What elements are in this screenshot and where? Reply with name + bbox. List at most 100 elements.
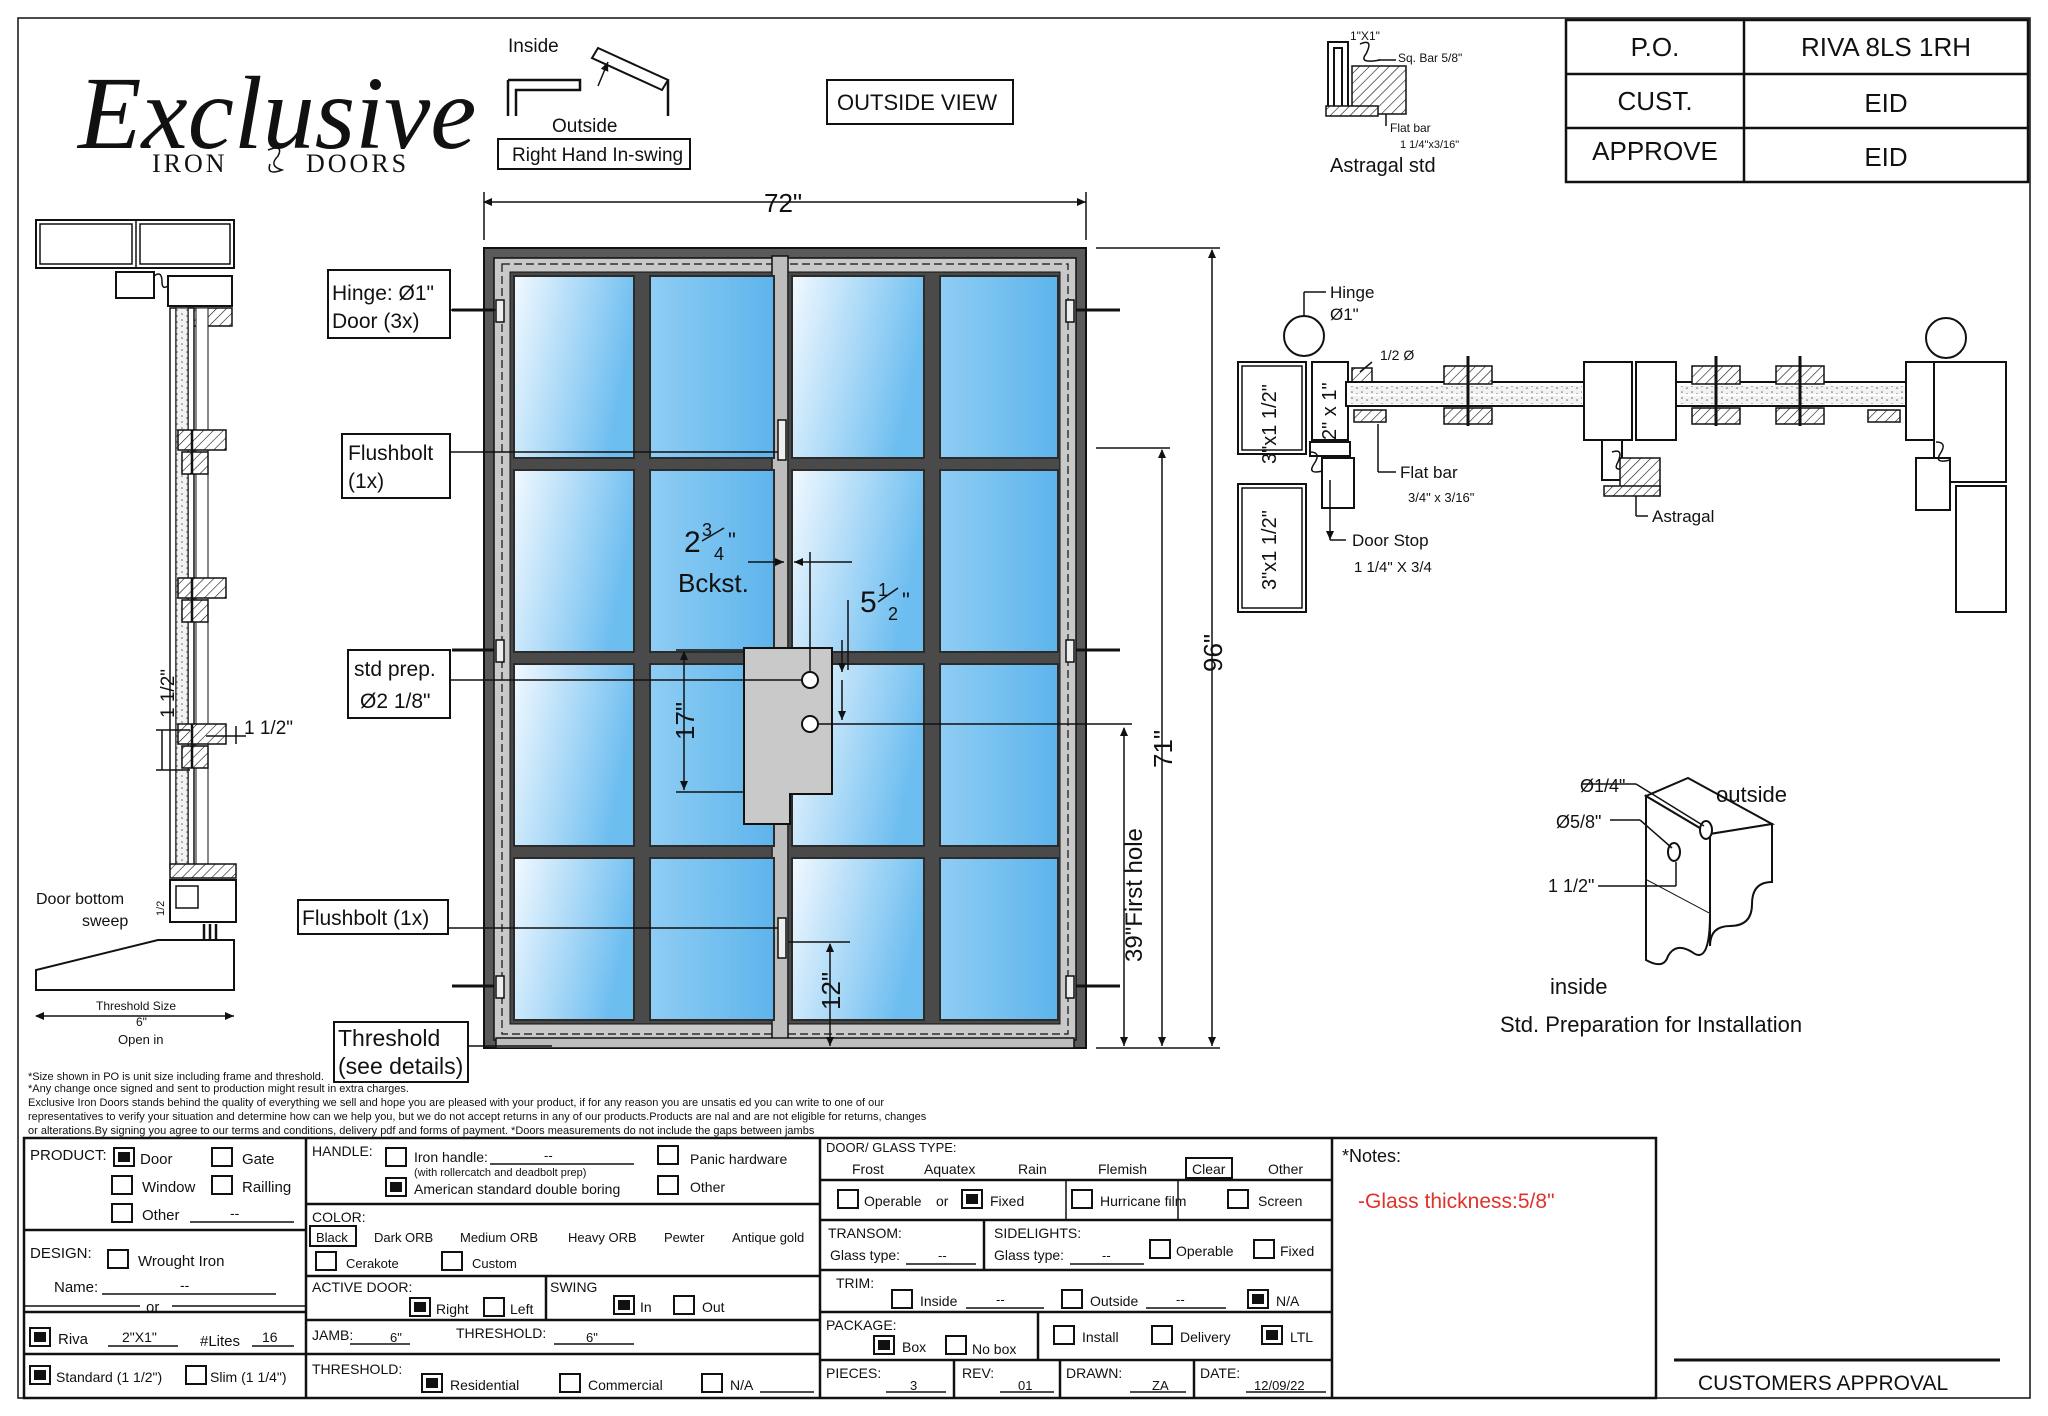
jamb-value: 6" bbox=[390, 1330, 402, 1345]
pieces-value: 3 bbox=[910, 1378, 917, 1393]
brand-ornament-icon bbox=[267, 147, 285, 173]
dim-first-hole: 39"First hole bbox=[1121, 828, 1148, 962]
glass-pane bbox=[939, 857, 1059, 1021]
product-other-label: Other bbox=[142, 1207, 180, 1224]
title-block: P.O. RIVA 8LS 1RH CUST. EID APPROVE EID bbox=[1564, 18, 2030, 184]
dim-height-71: 71" bbox=[1148, 730, 1178, 768]
glass-clear-selected[interactable] bbox=[1185, 1157, 1233, 1179]
color-dark-orb: Dark ORB bbox=[374, 1230, 433, 1245]
sidelights-fixed-checkbox[interactable] bbox=[1253, 1239, 1275, 1259]
design-wrought-label: Wrought Iron bbox=[138, 1253, 224, 1270]
glass-pane bbox=[513, 857, 635, 1021]
color-label: COLOR: bbox=[312, 1209, 366, 1225]
product-other-checkbox[interactable] bbox=[111, 1203, 133, 1223]
threshold-commercial-checkbox[interactable] bbox=[559, 1373, 581, 1393]
five-half-frac-bottom: 2 bbox=[888, 604, 898, 624]
slim-checkbox[interactable] bbox=[185, 1365, 207, 1385]
top-jamb-size: 2" x 1" bbox=[1319, 382, 1341, 440]
top-half-square: 1/2 Ø bbox=[1380, 347, 1414, 363]
transom-glass-value: -- bbox=[938, 1248, 947, 1263]
sidelights-label: SIDELIGHTS: bbox=[994, 1225, 1081, 1241]
panic-hardware-checkbox[interactable] bbox=[657, 1145, 679, 1165]
cerakote-checkbox[interactable] bbox=[315, 1251, 337, 1271]
backset-frac-bottom: 4 bbox=[714, 544, 724, 564]
package-nobox-checkbox[interactable] bbox=[945, 1335, 967, 1355]
design-wrought-checkbox[interactable] bbox=[107, 1249, 129, 1269]
threshold-commercial-label: Commercial bbox=[588, 1377, 663, 1393]
iron-handle-label: Iron handle: bbox=[414, 1149, 488, 1165]
trim-inside-value: -- bbox=[996, 1292, 1005, 1307]
hurricane-checkbox[interactable] bbox=[1071, 1189, 1093, 1209]
date-label: DATE: bbox=[1200, 1365, 1240, 1381]
riva-label: Riva bbox=[58, 1331, 89, 1348]
trim-na-label: N/A bbox=[1276, 1293, 1300, 1309]
trim-outside-checkbox[interactable] bbox=[1061, 1289, 1083, 1309]
brand-doors: DOORS bbox=[306, 149, 409, 178]
glass-aquatex: Aquatex bbox=[924, 1161, 975, 1177]
product-railling-checkbox[interactable] bbox=[211, 1175, 233, 1195]
bottom-sweep-label-2: sweep bbox=[82, 913, 128, 930]
package-nobox-label: No box bbox=[972, 1341, 1016, 1357]
threshold-residential-label: Residential bbox=[450, 1377, 519, 1393]
threshold-size-value: 6" bbox=[136, 1015, 147, 1029]
top-astragal-label: Astragal bbox=[1652, 507, 1714, 526]
glass-pane bbox=[791, 469, 925, 653]
prep-detail: Ø1/4" Ø5/8" 1 1/2" outside inside Std. P… bbox=[1500, 776, 1802, 1037]
product-label: PRODUCT: bbox=[30, 1147, 107, 1164]
rev-value: 01 bbox=[1018, 1378, 1032, 1393]
design-or: or bbox=[146, 1299, 159, 1316]
product-window-checkbox[interactable] bbox=[111, 1175, 133, 1195]
product-window-label: Window bbox=[142, 1179, 196, 1196]
handle-other-checkbox[interactable] bbox=[657, 1175, 679, 1195]
glass-operable-checkbox[interactable] bbox=[837, 1189, 859, 1209]
flushbolt-top-callout-sub: (1x) bbox=[348, 470, 384, 493]
trim-inside-label: Inside bbox=[920, 1293, 958, 1309]
package-box-label: Box bbox=[902, 1339, 926, 1355]
riva-lites-value: 16 bbox=[262, 1329, 278, 1345]
custom-label: Custom bbox=[472, 1256, 517, 1271]
design-label: DESIGN: bbox=[30, 1245, 92, 1262]
sidelights-operable-checkbox[interactable] bbox=[1149, 1239, 1171, 1259]
glass-operable-label: Operable bbox=[864, 1193, 922, 1209]
package-install-checkbox[interactable] bbox=[1053, 1325, 1075, 1345]
astragal-flat-bar: Flat bar bbox=[1390, 121, 1431, 135]
threshold-na-label: N/A bbox=[730, 1377, 754, 1393]
trim-inside-checkbox[interactable] bbox=[891, 1289, 913, 1309]
prep-dia-five-eighths: Ø5/8" bbox=[1556, 812, 1601, 832]
threshold-label: THRESHOLD: bbox=[312, 1361, 402, 1377]
flushbolt-top-callout: Flushbolt bbox=[348, 442, 433, 465]
product-gate-label: Gate bbox=[242, 1151, 275, 1168]
package-label: PACKAGE: bbox=[826, 1317, 897, 1333]
custom-checkbox[interactable] bbox=[441, 1251, 463, 1271]
cust-label: CUST. bbox=[1617, 86, 1692, 116]
swing-out-checkbox[interactable] bbox=[673, 1295, 695, 1315]
brand-script: Exclusive bbox=[76, 56, 476, 171]
trim-outside-value: -- bbox=[1176, 1292, 1185, 1307]
standard-label: Standard (1 1/2") bbox=[56, 1369, 162, 1385]
dim-17: 17" bbox=[670, 702, 700, 740]
glass-pane bbox=[649, 857, 775, 1021]
top-door-stop-label: Door Stop bbox=[1352, 531, 1429, 550]
product-gate-checkbox[interactable] bbox=[211, 1147, 233, 1167]
threshold-size-label: Threshold Size bbox=[96, 999, 176, 1013]
glass-or-label: or bbox=[936, 1193, 949, 1209]
threshold-callout-sub: (see details) bbox=[338, 1053, 463, 1079]
transom-glass-label: Glass type: bbox=[830, 1247, 900, 1263]
approve-label: APPROVE bbox=[1592, 136, 1718, 166]
package-install-label: Install bbox=[1082, 1329, 1119, 1345]
slim-label: Slim (1 1/4") bbox=[210, 1369, 287, 1385]
package-ltl-label: LTL bbox=[1290, 1329, 1313, 1345]
design-name-value: -- bbox=[180, 1277, 190, 1293]
active-left-checkbox[interactable] bbox=[483, 1297, 505, 1317]
product-door-label: Door bbox=[140, 1151, 173, 1168]
color-black-selected[interactable] bbox=[309, 1225, 357, 1247]
iron-handle-checkbox[interactable] bbox=[385, 1147, 407, 1167]
package-delivery-checkbox[interactable] bbox=[1151, 1325, 1173, 1345]
threshold-na-checkbox[interactable] bbox=[701, 1373, 723, 1393]
svg-text:": " bbox=[728, 528, 736, 553]
active-right-label: Right bbox=[436, 1301, 469, 1317]
active-door-label: ACTIVE DOOR: bbox=[312, 1279, 412, 1295]
panic-hardware-label: Panic hardware bbox=[690, 1151, 787, 1167]
package-delivery-label: Delivery bbox=[1180, 1329, 1231, 1345]
screen-checkbox[interactable] bbox=[1227, 1189, 1249, 1209]
